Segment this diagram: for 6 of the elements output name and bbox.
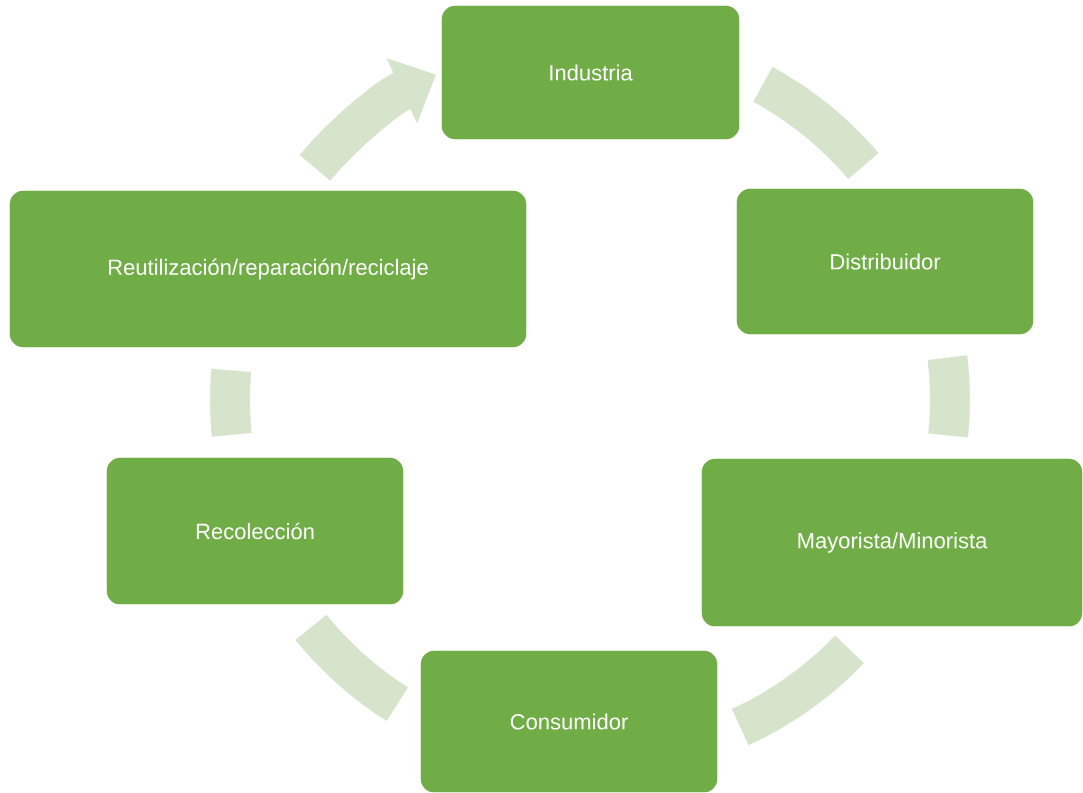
process-box: Mayorista/Minorista xyxy=(700,457,1083,628)
process-box: Recolección xyxy=(105,456,405,606)
process-box: Consumidor xyxy=(419,649,719,793)
process-box: Distribuidor xyxy=(735,187,1035,336)
process-box: Industria xyxy=(440,4,741,141)
process-box: Reutilización/reparación/reciclaje xyxy=(8,189,528,349)
